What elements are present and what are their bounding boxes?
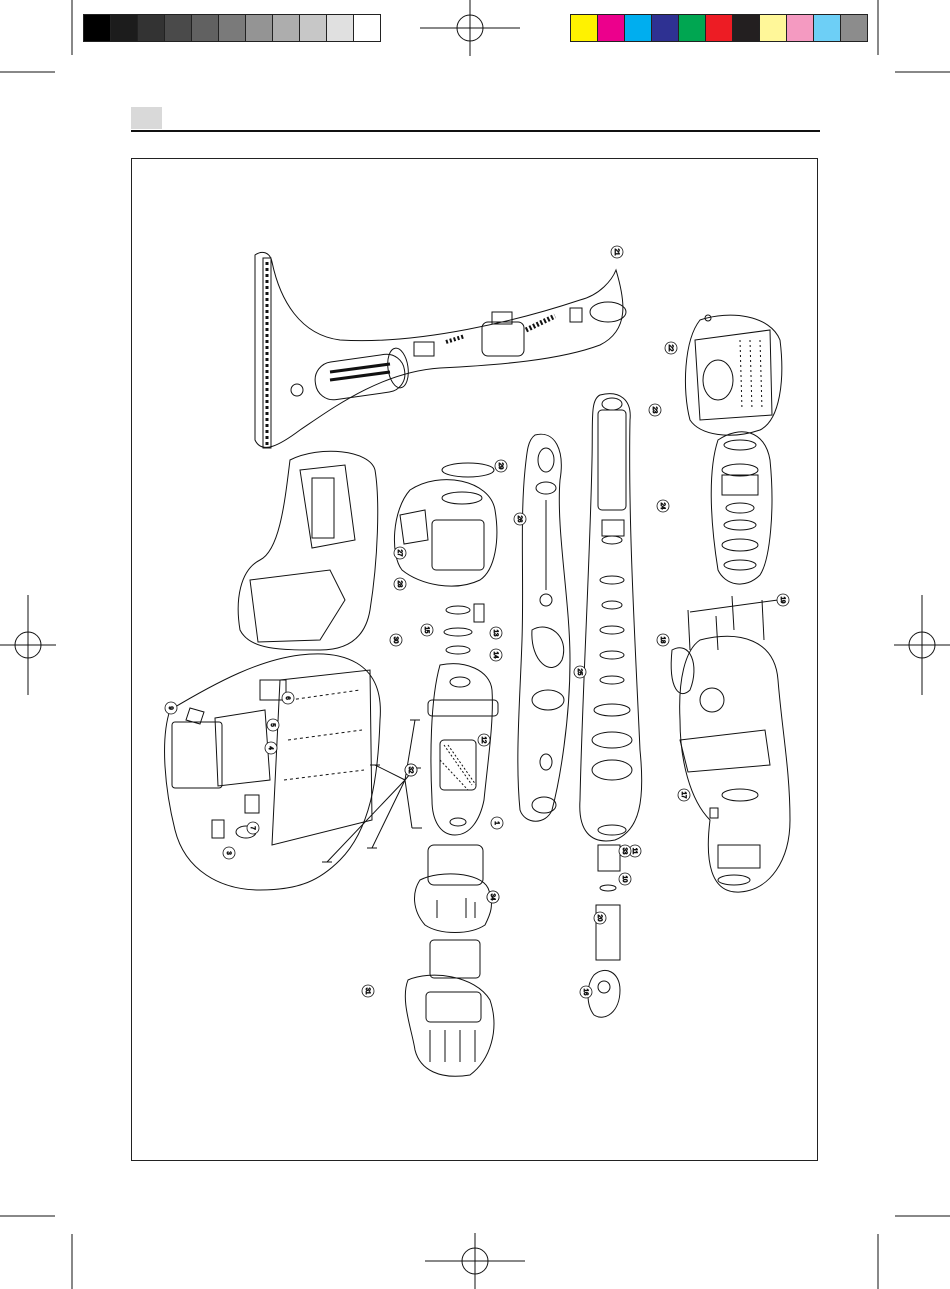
callout-balloon: 21 — [611, 246, 623, 258]
callout-number: 14 — [492, 652, 498, 659]
callout-balloon: 18 — [657, 634, 669, 646]
callout-number: 30 — [392, 637, 398, 644]
callout-balloon: 15 — [421, 624, 433, 636]
group-outline-blade-clamp — [255, 252, 623, 447]
callout-number: 11 — [631, 848, 637, 855]
callout-number: 16 — [582, 989, 588, 996]
callout-balloon: 24 — [657, 500, 669, 512]
callout-balloon: 13 — [490, 627, 502, 639]
callout-number: 25 — [576, 669, 582, 676]
group-outline-reciprocating-shaft — [580, 394, 642, 841]
callout-balloon: 16 — [580, 986, 592, 998]
callout-balloon: 31 — [362, 985, 374, 997]
group-outline-main-housing — [238, 451, 378, 650]
callout-number: 31 — [364, 988, 370, 995]
callout-number: 34 — [489, 894, 495, 901]
clamp-sleeve — [482, 322, 524, 356]
callout-balloon: 1 — [491, 817, 503, 829]
callout-number: 12 — [480, 737, 486, 744]
callout-balloon: 23 — [649, 404, 661, 416]
clamp-part — [414, 342, 434, 356]
callout-balloon: 32 — [405, 764, 417, 776]
callout-balloon: 34 — [487, 891, 499, 903]
callout-balloon: 9 — [165, 702, 177, 714]
callout-number: 15 — [423, 627, 429, 634]
callout-balloon: 30 — [390, 634, 402, 646]
callout-number: 13 — [492, 630, 498, 637]
group-outline-front-housing — [680, 636, 790, 892]
callout-number: 10 — [621, 876, 627, 883]
callout-balloon: 28 — [394, 578, 406, 590]
callout-balloon: 27 — [394, 547, 406, 559]
callout-balloon: 17 — [678, 789, 690, 801]
group-outline-gear-shaft — [518, 434, 570, 821]
callout-number: 22 — [667, 345, 673, 352]
group-outline-motor-housing — [415, 874, 492, 933]
callout-balloon: 14 — [490, 649, 502, 661]
callout-number: 26 — [516, 516, 522, 523]
callout-number: 21 — [613, 249, 619, 256]
group-outline-handle-housing — [165, 654, 381, 890]
callout-balloon: 4 — [265, 742, 277, 754]
callout-balloon: 6 — [282, 692, 294, 704]
callout-number: 28 — [396, 581, 402, 588]
callout-balloon: 22 — [665, 342, 677, 354]
callout-number: 33 — [621, 848, 627, 855]
callout-balloon: 10 — [619, 873, 631, 885]
callout-number: 27 — [396, 550, 402, 557]
screw-set-right — [688, 596, 778, 650]
group-outline-rear — [405, 975, 494, 1076]
callout-balloon: 7 — [247, 822, 259, 834]
callout-balloon: 19 — [777, 594, 789, 606]
nut — [291, 384, 303, 396]
callout-balloon: 12 — [478, 734, 490, 746]
callout-balloon: 25 — [574, 666, 586, 678]
callout-number: 18 — [659, 637, 665, 644]
callout-balloon: 3 — [223, 847, 235, 859]
callout-number: 20 — [596, 915, 602, 922]
callout-number: 19 — [779, 597, 785, 604]
group-outline-clip — [588, 970, 620, 1017]
callout-balloon: 33 — [619, 845, 631, 857]
callout-number: 17 — [680, 792, 686, 799]
callout-balloon: 26 — [514, 513, 526, 525]
callout-number: 29 — [497, 463, 503, 470]
callout-balloon: 29 — [495, 460, 507, 472]
callout-balloon: 20 — [594, 912, 606, 924]
callout-number: 24 — [659, 503, 665, 510]
group-outline-seals — [711, 432, 772, 584]
callout-number: 23 — [651, 407, 657, 414]
callout-number: 32 — [407, 767, 413, 774]
callout-balloon: 5 — [267, 719, 279, 731]
